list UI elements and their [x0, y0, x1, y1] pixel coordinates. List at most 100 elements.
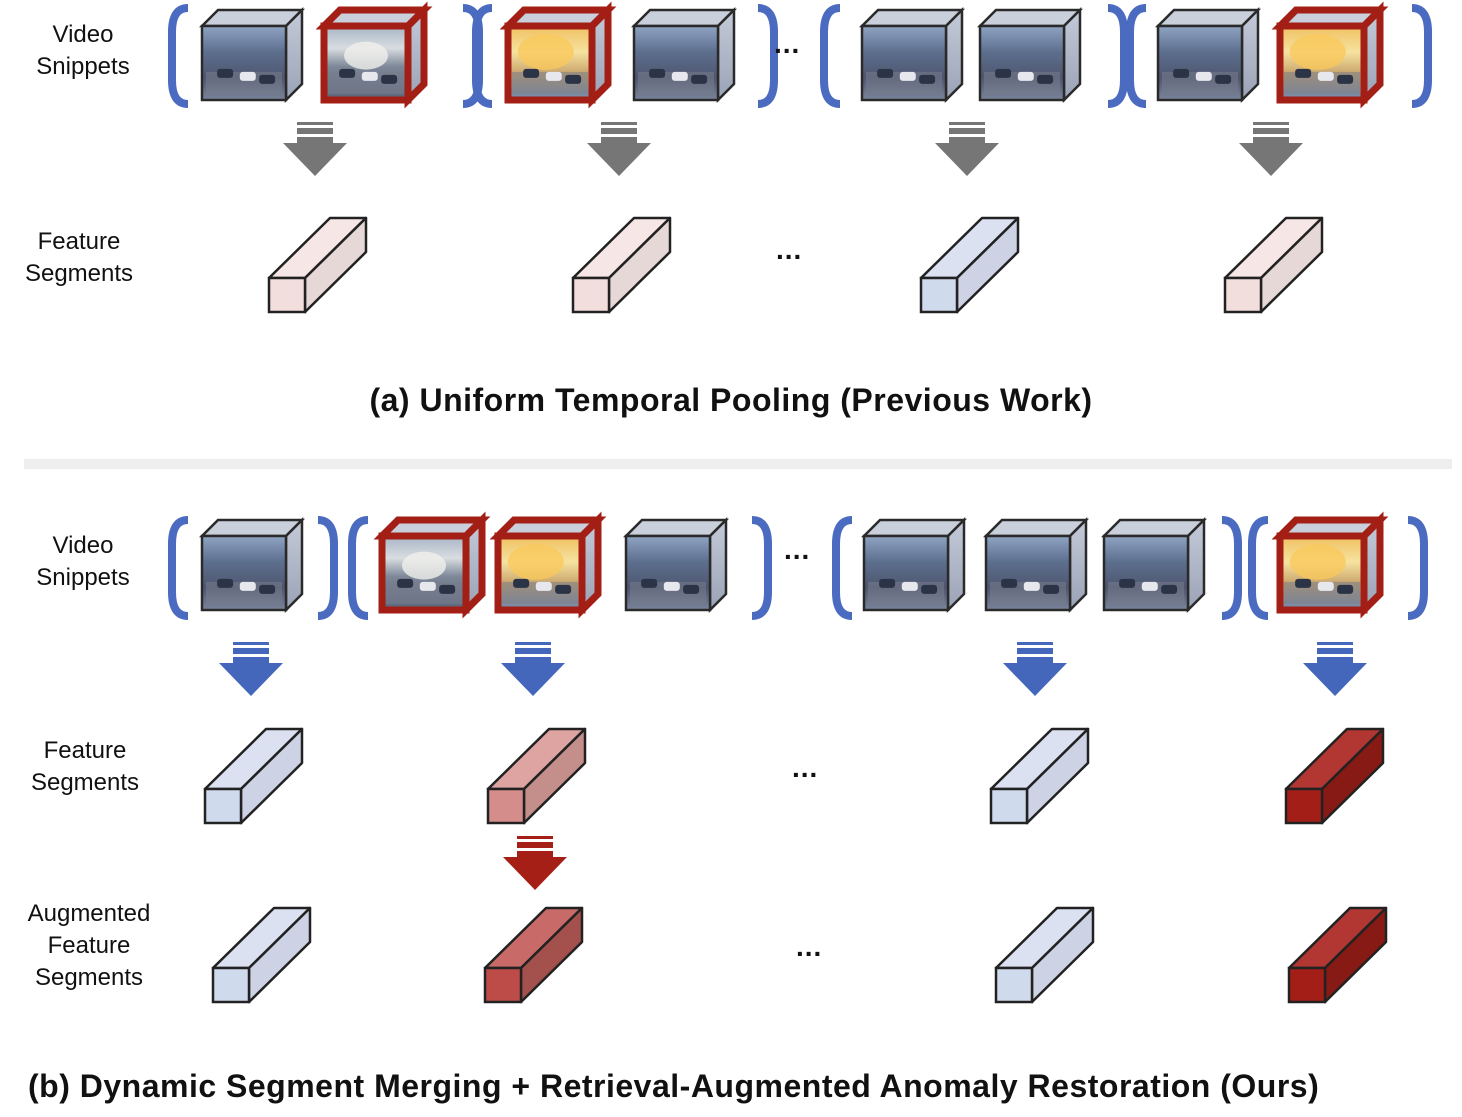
bracket-close	[1221, 516, 1242, 620]
snippet-car	[361, 71, 378, 81]
arrow-bar	[601, 128, 637, 134]
arrow-head	[503, 857, 567, 890]
snippet-car	[1119, 578, 1136, 588]
feature-front-face	[994, 966, 1034, 1004]
arrow-bar	[515, 648, 551, 654]
feature-front-face	[486, 787, 526, 825]
snippet-side-face	[946, 516, 966, 614]
feature-front-face	[919, 276, 959, 314]
arrow-bar	[949, 122, 985, 125]
snippet-car	[663, 581, 680, 591]
feature-segment	[203, 727, 304, 825]
snippet-fire	[1289, 33, 1346, 70]
panel-b-video-snippets-label: Video Snippets	[36, 532, 130, 591]
panel-divider	[24, 459, 1452, 469]
pooling-arrow	[935, 122, 999, 176]
feature-segment	[919, 216, 1020, 314]
arrow-bar	[601, 137, 637, 143]
video-snippet	[1154, 6, 1262, 104]
snippet-car	[545, 71, 562, 81]
panel-a-snippet-ellipsis: ...	[774, 28, 801, 59]
snippet-car	[1337, 74, 1354, 84]
snippet-car	[1023, 581, 1040, 591]
merging-arrow	[1003, 642, 1067, 696]
snippet-car	[217, 68, 234, 78]
bracket-close	[751, 516, 772, 620]
snippet-side-face	[716, 6, 736, 104]
feature-front-face	[483, 966, 523, 1004]
snippet-car	[1295, 68, 1312, 78]
pooling-arrow	[1239, 122, 1303, 176]
bracket-close	[1407, 516, 1428, 620]
snippet-car	[899, 71, 916, 81]
bracket-open	[348, 516, 369, 620]
bracket-open	[1126, 4, 1147, 108]
snippet-car	[1017, 71, 1034, 81]
feature-segment	[571, 216, 672, 314]
feature-segment	[267, 216, 368, 314]
bracket-open	[1248, 516, 1269, 620]
snippet-car	[683, 584, 700, 594]
panel-b-feature-segments-label: Feature Segments	[30, 737, 140, 796]
feature-front-face	[1284, 787, 1324, 825]
snippet-car	[671, 71, 688, 81]
arrow-bar	[297, 137, 333, 143]
bracket-close	[757, 4, 778, 108]
arrow-head	[1303, 663, 1367, 696]
snippet-car	[1295, 578, 1312, 588]
snippet-car	[259, 74, 276, 84]
snippet-fire	[517, 33, 574, 70]
snippet-car	[879, 578, 896, 588]
bracket-close	[1411, 4, 1432, 108]
snippet-car	[565, 74, 582, 84]
feature-segment	[989, 727, 1090, 825]
arrow-bar	[517, 842, 553, 848]
snippet-car	[217, 578, 234, 588]
snippet-car	[1001, 578, 1018, 588]
snippet-car	[1317, 581, 1334, 591]
arrow-bar	[515, 642, 551, 645]
video-snippet	[198, 6, 306, 104]
snippet-car	[397, 578, 414, 588]
snippet-car	[919, 74, 936, 84]
feature-front-face	[571, 276, 611, 314]
arrow-bar	[1017, 657, 1053, 663]
augmented-feature-segment	[994, 906, 1095, 1004]
merging-arrow	[219, 642, 283, 696]
arrow-bar	[1017, 648, 1053, 654]
snippet-car	[513, 578, 530, 588]
snippet-car	[641, 578, 658, 588]
snippet-side-face	[284, 516, 304, 614]
snippet-car	[381, 74, 398, 84]
arrow-bar	[297, 122, 333, 125]
panel-a-feature-segments-label: Feature Segments	[24, 228, 134, 287]
feature-segment	[1223, 216, 1324, 314]
panel-b-snippet-ellipsis: ...	[784, 534, 811, 565]
arrow-bar	[601, 122, 637, 125]
snippet-car	[995, 68, 1012, 78]
snippet-car	[649, 68, 666, 78]
bracket-close	[1107, 4, 1128, 108]
arrow-bar	[1253, 128, 1289, 134]
snippet-car	[1337, 584, 1354, 594]
snippet-car	[1043, 584, 1060, 594]
snippet-car	[535, 581, 552, 591]
arrow-head	[587, 143, 651, 176]
video-snippet	[499, 1, 617, 109]
snippet-car	[1195, 71, 1212, 81]
snippet-car	[259, 584, 276, 594]
arrow-bar	[517, 836, 553, 839]
snippet-car	[419, 581, 436, 591]
panel-b-feature-ellipsis: ...	[792, 752, 819, 783]
arrow-bar	[515, 657, 551, 663]
restoration-arrow	[503, 836, 567, 890]
bracket-open	[168, 4, 189, 108]
snippet-car	[1215, 74, 1232, 84]
arrow-bar	[1017, 642, 1053, 645]
snippet-car	[555, 584, 572, 594]
snippet-car	[239, 581, 256, 591]
snippet-side-face	[944, 6, 964, 104]
video-snippet	[1271, 1, 1389, 109]
panel-a-title: (a) Uniform Temporal Pooling (Previous W…	[369, 382, 1093, 418]
snippet-car	[901, 581, 918, 591]
